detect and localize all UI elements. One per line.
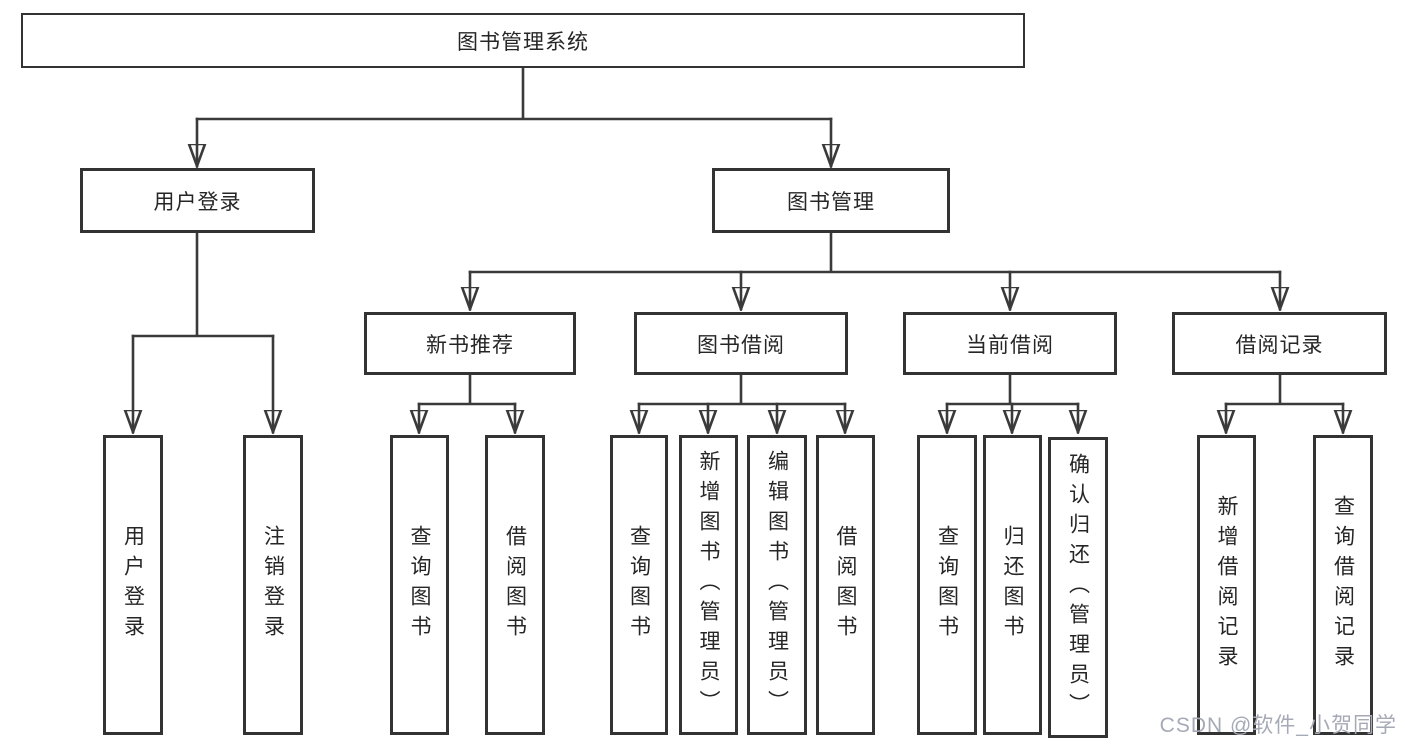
node-label: 查询图书 [935, 525, 959, 645]
node-book-borrow: 图书借阅 [634, 312, 848, 375]
node-label: 确认归还（管理员） [1066, 452, 1090, 723]
node-label: 新书推荐 [426, 333, 514, 357]
node-leaf-user-login: 用户登录 [103, 435, 163, 735]
node-label: 新增借阅记录 [1215, 495, 1238, 675]
node-leaf-add-book-admin: 新增图书（管理员） [679, 435, 738, 735]
node-label: 查询图书 [627, 525, 651, 645]
connector-bb-rail [637, 373, 847, 406]
node-label: 注销登录 [261, 525, 285, 645]
node-label: 当前借阅 [966, 333, 1054, 357]
node-leaf-borrow-book-recommend: 借阅图书 [485, 435, 545, 735]
node-leaf-logout-login: 注销登录 [243, 435, 303, 735]
connector-nbr-rail [417, 373, 517, 406]
node-leaf-query-book-recommend: 查询图书 [390, 435, 449, 735]
node-leaf-add-borrow-record: 新增借阅记录 [1197, 435, 1256, 735]
connector-userlogin-rail [131, 231, 275, 338]
node-label: 图书管理系统 [457, 30, 589, 54]
node-label: 新增图书（管理员） [697, 450, 720, 720]
connector-br-rail [1224, 373, 1345, 406]
connector-root-rail [195, 66, 833, 121]
node-label: 用户登录 [153, 190, 242, 214]
node-leaf-query-book-borrowsec: 查询图书 [610, 435, 668, 735]
connector-bookmgmt-rail [468, 231, 1282, 274]
node-label: 查询图书 [408, 525, 431, 645]
node-root-system: 图书管理系统 [21, 13, 1025, 68]
node-book-management: 图书管理 [712, 168, 950, 233]
node-label: 图书借阅 [697, 333, 785, 357]
node-user-login: 用户登录 [80, 168, 315, 233]
node-new-book-recommend: 新书推荐 [364, 312, 576, 375]
node-leaf-return-book: 归还图书 [983, 435, 1042, 735]
csdn-watermark: CSDN @软件_小贺同学 [1159, 714, 1397, 737]
node-leaf-edit-book-admin: 编辑图书（管理员） [747, 435, 807, 735]
node-label: 借阅图书 [834, 525, 857, 645]
node-label: 借阅记录 [1235, 333, 1324, 357]
node-leaf-confirm-return-admin: 确认归还（管理员） [1048, 437, 1108, 738]
node-leaf-query-book-current: 查询图书 [917, 435, 977, 735]
node-label: 归还图书 [1001, 525, 1024, 645]
node-label: 图书管理 [787, 190, 875, 214]
node-label: 编辑图书（管理员） [765, 450, 789, 720]
node-borrow-record: 借阅记录 [1172, 312, 1387, 375]
node-leaf-query-borrow-record: 查询借阅记录 [1313, 435, 1373, 735]
node-label: 用户登录 [121, 525, 145, 645]
connector-cb-rail [945, 373, 1080, 406]
node-current-borrow: 当前借阅 [903, 312, 1117, 375]
node-label: 借阅图书 [503, 525, 527, 645]
node-leaf-borrow-book: 借阅图书 [816, 435, 875, 735]
node-label: 查询借阅记录 [1331, 495, 1355, 675]
